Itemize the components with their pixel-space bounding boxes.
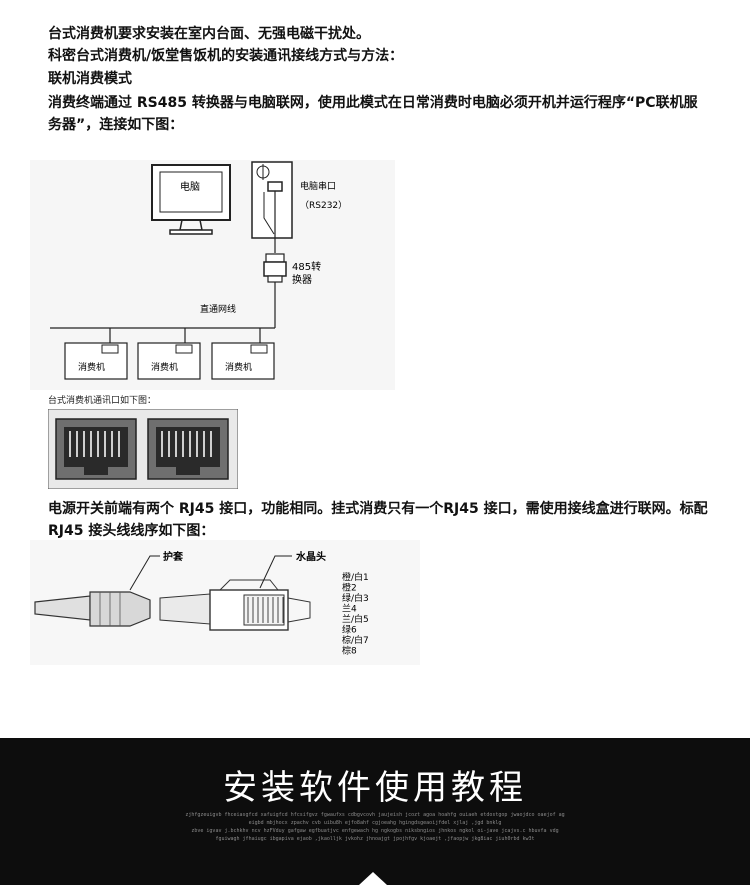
intro-line-1: 台式消费机要求安装在室内台面、无强电磁干扰处。	[48, 26, 370, 42]
wire-order-item: 棕8	[342, 645, 357, 657]
terminal-label: 消费机	[225, 361, 252, 373]
crystal-head-label: 水晶头	[295, 550, 326, 563]
ports-caption: 台式消费机通讯口如下图：	[48, 396, 157, 406]
terminal-1: 消费机	[64, 342, 128, 380]
terminal-label: 消费机	[78, 361, 105, 373]
wire-order-item: 棕/白7	[342, 634, 369, 646]
intro-line-2: 科密台式消费机/饭堂售饭机的安装通讯接线方式与方法：	[48, 48, 404, 64]
rj45-port-icon	[55, 418, 137, 480]
footer-decor-text: zbve igvav j.bchkhv ncv hzFVduy gafgaw e…	[191, 828, 559, 834]
footer-decor-text: eigbd mbjhocx zpachv cvb uibu8h ejfo8ahf…	[248, 820, 502, 826]
rj45-description: 电源开关前端有两个 RJ45 接口，功能相同。挂式消费只有一个RJ45 接口，需…	[48, 501, 708, 539]
online-mode-heading: 联机消费模式	[48, 71, 132, 87]
monitor-label: 电脑	[180, 180, 200, 193]
wire-order-item: 橙2	[342, 582, 357, 594]
wire-order-item: 兰4	[342, 603, 357, 615]
serial-port-label: 电脑串口	[300, 180, 336, 192]
converter-label-2: 换器	[292, 273, 312, 286]
wire-order-item: 绿6	[342, 624, 357, 636]
rj45-ports-figure: 台式消费机通讯口如下图：	[48, 393, 248, 489]
serial-port-sublabel: （RS232）	[300, 200, 347, 211]
footer-decor-text: zjhfgzeuigvb fhceiasgfcd xafuigfcd hfcsi…	[185, 812, 565, 818]
rj45-plug-icon	[34, 579, 311, 631]
terminal-2: 消费机	[137, 342, 201, 380]
rs485-converter-icon	[263, 253, 287, 283]
terminal-label: 消费机	[151, 361, 178, 373]
wire-order-item: 橙/白1	[342, 571, 369, 583]
footer-notch-arrow	[359, 872, 387, 885]
converter-label-1: 485转	[292, 260, 321, 273]
terminal-3: 消费机	[211, 342, 275, 380]
sheath-label: 护套	[163, 550, 184, 563]
pc-tower-icon	[251, 161, 293, 239]
footer-title: 安装软件使用教程	[223, 768, 527, 808]
footer-decor-text: fguiwagh jfhaiugc ibgapiva ejaob ,jkaoll…	[215, 836, 535, 842]
cable-label: 直通网线	[200, 303, 236, 315]
footer-banner: 安装软件使用教程 zjhfgzeuigvb fhceiasgfcd xafuig…	[0, 738, 750, 885]
network-diagram: 电脑 电脑串口 （RS232） 485转 换器 直通网线	[30, 160, 395, 390]
wire-order-item: 兰/白5	[342, 613, 369, 625]
monitor-icon	[151, 164, 231, 235]
rj45-port-icon	[147, 418, 229, 480]
wire-order-item: 绿/白3	[342, 592, 369, 604]
online-mode-description: 消费终端通过 RS485 转换器与电脑联网，使用此模式在日常消费时电脑必须开机并…	[48, 95, 698, 133]
